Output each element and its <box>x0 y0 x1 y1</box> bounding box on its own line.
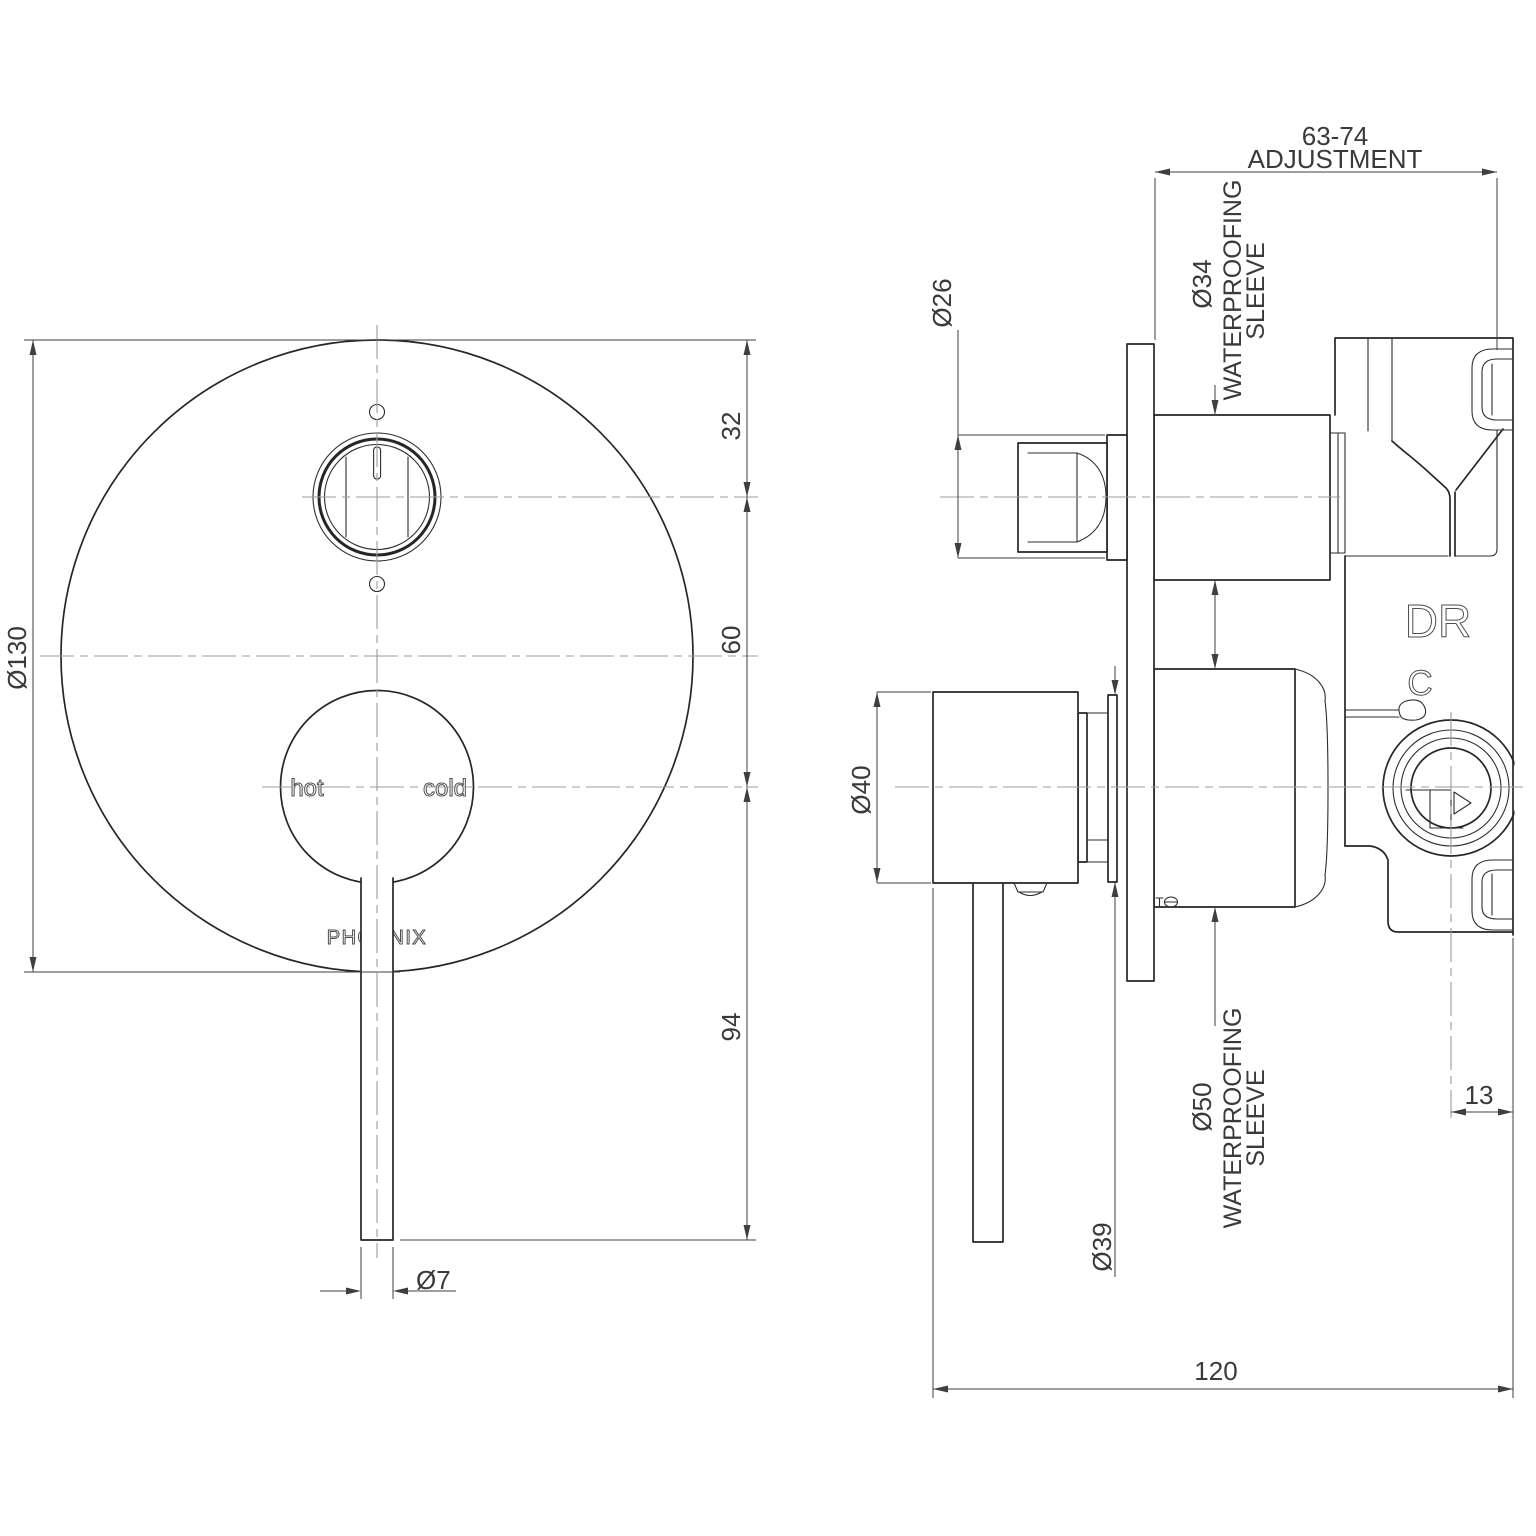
screw-hole-bottom <box>368 575 386 593</box>
arrowhead <box>1211 400 1219 922</box>
lower-sleeve-sleeve-label: SLEEVE <box>1242 1069 1270 1166</box>
cold-label: cold <box>423 775 467 802</box>
waterproofing-sleeves <box>1153 414 1331 908</box>
arrowhead <box>954 435 962 558</box>
trim-ring <box>1107 694 1118 883</box>
hot-label: hot <box>290 775 324 802</box>
mounting-lug-top <box>1471 348 1514 431</box>
watermark-certification-icon <box>1155 896 1179 908</box>
adjustment-range-label: 63-74 <box>1302 121 1369 151</box>
port-keyway-lines <box>1405 789 1464 829</box>
body-outline <box>1334 337 1514 936</box>
dim-lower-sleeve: Ø50 WATERPROOFING SLEEVE <box>1187 1008 1270 1229</box>
lower-sleeve-lip <box>1294 668 1329 908</box>
dim-trim-ring-diameter: Ø39 <box>1087 666 1119 1277</box>
upper-sleeve-waterproofing-label: WATERPROOFING <box>1219 180 1247 401</box>
handle-diameter-label: Ø40 <box>846 765 876 814</box>
adjustment-word-label: ADJUSTMENT <box>1248 144 1423 174</box>
dim-knob-diameter: Ø26 <box>927 278 1105 559</box>
lower-sleeve-diameter-label: Ø50 <box>1187 1082 1217 1131</box>
dim-vertical-chain: 32 60 94 <box>716 340 751 1240</box>
wall-plate <box>1126 343 1155 982</box>
upper-sleeve-diameter-label: Ø34 <box>1187 259 1217 308</box>
dim-13-label: 13 <box>1465 1080 1494 1110</box>
valve-body: DR C <box>1329 337 1536 945</box>
port-wedge <box>1453 791 1472 815</box>
dim-120-label: 120 <box>1194 1356 1237 1386</box>
upper-sleeve-sleeve-label: SLEEVE <box>1242 242 1270 339</box>
knob-cap-profile <box>1027 452 1107 543</box>
body-neck-right <box>1454 428 1504 557</box>
mounting-lug-bottom <box>1471 859 1514 931</box>
arrowheads <box>743 340 751 1240</box>
body-bottom-outline <box>1344 845 1514 933</box>
arrowhead <box>1451 1108 1513 1116</box>
body-upper-port-shelf <box>1344 709 1403 718</box>
handle-stem <box>972 882 1004 1243</box>
dim-overall-depth: 120 <box>932 888 1513 1398</box>
handle-flange-stubs <box>1086 712 1109 863</box>
mixer-lever <box>360 877 394 1241</box>
lower-sleeve-waterproofing-label: WATERPROOFING <box>1219 1008 1247 1229</box>
dim-plate-diameter: Ø130 <box>2 340 37 972</box>
dim-handle-diameter: Ø40 <box>846 691 931 884</box>
body-mark-dr: DR <box>1405 595 1471 647</box>
adjustment-extension-lines <box>1154 178 1498 350</box>
body-mid-shelf <box>1344 429 1498 557</box>
port-clip-mask <box>1514 645 1536 945</box>
dim-60-label: 60 <box>716 626 746 655</box>
side-view: DR C 63-74 <box>846 121 1536 1398</box>
cartridge-front <box>1329 432 1346 554</box>
body-top-ribs <box>1367 337 1393 442</box>
arrowhead <box>346 1287 408 1295</box>
dim-32-label: 32 <box>716 412 746 441</box>
side-dimensions: 63-74 ADJUSTMENT Ø26 Ø40 <box>846 121 1514 1398</box>
knob-diameter-label: Ø26 <box>927 278 957 327</box>
dim-center-to-edge: 13 <box>1451 938 1514 1398</box>
front-dimensions: Ø130 32 60 94 Ø7 <box>2 339 756 1299</box>
plate-diameter-label: Ø130 <box>2 626 32 690</box>
dim-adjustment: 63-74 ADJUSTMENT <box>1154 121 1498 350</box>
lever-diameter-label: Ø7 <box>416 1265 451 1295</box>
grub-screw <box>1013 882 1048 897</box>
trim-ring-diameter-label: Ø39 <box>1087 1222 1117 1271</box>
body-casting-curl <box>1398 699 1427 721</box>
front-view: hot cold PHOENIX Ø130 32 60 94 <box>2 325 758 1299</box>
trim-and-handle <box>932 434 1128 1243</box>
dim-upper-sleeve: Ø34 WATERPROOFING SLEEVE <box>1187 180 1270 1026</box>
dim-lever-diameter: Ø7 <box>320 1247 456 1299</box>
dim-94-label: 94 <box>716 1013 746 1042</box>
lower-sleeve <box>1153 668 1296 908</box>
body-neck-left <box>1391 440 1451 557</box>
body-mark-c: C <box>1407 664 1432 703</box>
